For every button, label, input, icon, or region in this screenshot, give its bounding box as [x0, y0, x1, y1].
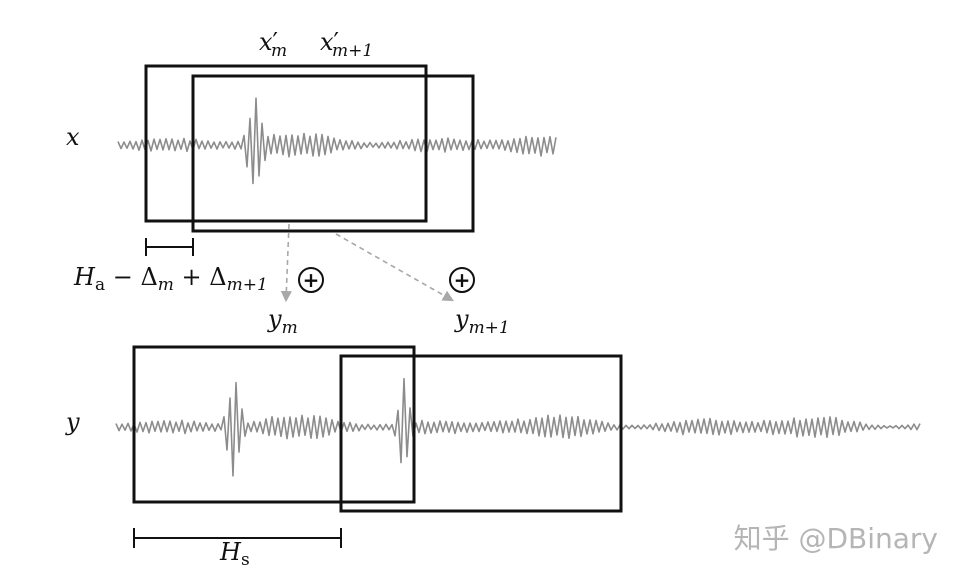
frame-label-xm: x′m [259, 28, 287, 61]
synthesis-hop-bracket [133, 528, 342, 548]
output-frame-m1 [339, 354, 623, 513]
svg-text:+: + [454, 268, 471, 292]
arrow-to-ym1 [335, 233, 454, 302]
arrow-to-ym [280, 223, 292, 303]
signal-label-x: x [66, 123, 80, 151]
frame-label-xm1: x′m+1 [320, 28, 373, 61]
add-symbol-m: + [298, 267, 324, 293]
input-frame-m1 [191, 74, 475, 233]
frame-label-ym1: ym+1 [454, 305, 510, 338]
frame-label-ym: ym [267, 305, 298, 338]
svg-text:+: + [303, 268, 320, 292]
output-frame-m [132, 345, 416, 504]
input-frame-m [144, 64, 428, 223]
add-symbol-m1: + [449, 267, 475, 293]
synthesis-hop-label: Hs [219, 538, 250, 570]
watermark: 知乎 @DBinary [734, 522, 938, 555]
input-waveform [117, 97, 557, 185]
output-waveform [115, 377, 921, 477]
analysis-hop-bracket [145, 238, 194, 256]
analysis-hop-label: Ha − Δm + Δm+1 [73, 263, 268, 295]
signal-label-y: y [65, 408, 80, 436]
